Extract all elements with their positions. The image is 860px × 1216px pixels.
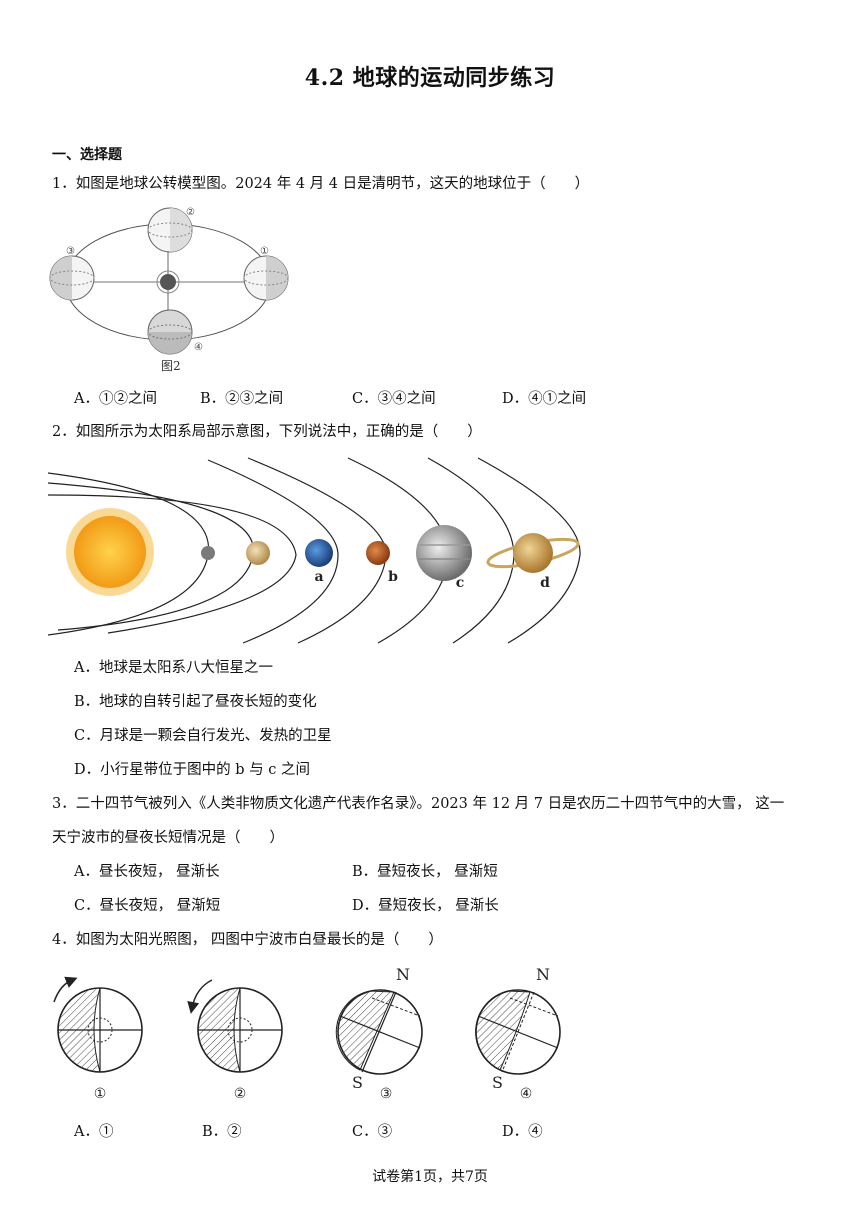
page-title: 4.2 地球的运动同步练习 xyxy=(304,65,556,91)
sun-icon xyxy=(66,508,154,596)
figure-label-3: ③ xyxy=(380,1086,393,1102)
rotation-arrow-icon xyxy=(53,976,78,1003)
q3-option-c[interactable]: C．昼长夜短， 昼渐短 xyxy=(74,898,221,914)
figure-label-2: ② xyxy=(234,1086,247,1102)
section-heading: 一、选择题 xyxy=(52,147,122,163)
solar-system-diagram: a b c d xyxy=(48,457,581,644)
rotation-arrow-icon xyxy=(187,979,213,1014)
q4-option-c[interactable]: C．③ xyxy=(352,1124,393,1140)
planet-label-d: d xyxy=(540,575,550,591)
q4-option-d[interactable]: D．④ xyxy=(502,1124,543,1140)
q4-option-b[interactable]: B．② xyxy=(202,1124,242,1140)
q2-option-a[interactable]: A．地球是太阳系八大恒星之一 xyxy=(74,660,273,676)
sunlight-diagram-2 xyxy=(187,979,283,1073)
earth-icon xyxy=(305,539,333,567)
q1-option-c[interactable]: C．③④之间 xyxy=(352,391,436,407)
position-label-2: ② xyxy=(186,207,195,218)
q3-option-b[interactable]: B．昼短夜长， 昼渐短 xyxy=(352,864,498,880)
planet-label-a: a xyxy=(314,569,323,585)
figure-caption: 图2 xyxy=(161,359,181,373)
question-1-stem: 1．如图是地球公转模型图。2024 年 4 月 4 日是清明节，这天的地球位于（… xyxy=(52,176,590,192)
south-pole-label: S xyxy=(352,1073,363,1092)
question-4-stem: 4．如图为太阳光照图， 四图中宁波市白昼最长的是（ ） xyxy=(52,932,443,948)
q3-option-d[interactable]: D．昼短夜长， 昼渐长 xyxy=(352,898,499,914)
sunlight-diagram-4: N S xyxy=(475,965,561,1092)
earth-position-2-icon xyxy=(147,207,193,253)
sunlight-diagram-3: N S xyxy=(335,965,423,1092)
q3-option-a[interactable]: A．昼长夜短， 昼渐长 xyxy=(74,864,220,880)
q1-option-b[interactable]: B．②③之间 xyxy=(200,391,284,407)
south-pole-label: S xyxy=(492,1073,503,1092)
q4-option-a[interactable]: A．① xyxy=(74,1124,114,1140)
planet-label-b: b xyxy=(388,569,398,585)
position-label-3: ③ xyxy=(66,246,75,257)
mercury-icon xyxy=(201,546,215,560)
sunlight-diagram-1 xyxy=(53,976,143,1073)
venus-icon xyxy=(246,541,270,565)
orbit-diagram: ② ③ ① ④ 图2 xyxy=(49,207,289,373)
figure-label-4: ④ xyxy=(520,1086,533,1102)
q2-option-d[interactable]: D．小行星带位于图中的 b 与 c 之间 xyxy=(74,762,310,778)
q2-option-c[interactable]: C．月球是一颗会自行发光、发热的卫星 xyxy=(74,728,332,744)
mars-icon xyxy=(366,541,390,565)
position-label-4: ④ xyxy=(194,342,203,353)
question-2-stem: 2．如图所示为太阳系局部示意图，下列说法中，正确的是（ ） xyxy=(52,424,482,440)
saturn-icon xyxy=(486,533,580,573)
planet-label-c: c xyxy=(456,575,465,591)
north-pole-label: N xyxy=(536,965,550,984)
earth-position-1-icon xyxy=(243,255,289,301)
page-footer: 试卷第1页，共7页 xyxy=(372,1169,488,1185)
question-3-stem-line1: 3．二十四节气被列入《人类非物质文化遗产代表作名录》。2023 年 12 月 7… xyxy=(52,796,785,812)
position-label-1: ① xyxy=(260,246,269,257)
earth-position-3-icon xyxy=(49,255,95,301)
jupiter-icon xyxy=(416,525,472,581)
earth-position-4-icon xyxy=(147,309,193,355)
north-pole-label: N xyxy=(396,965,410,984)
q1-option-d[interactable]: D．④①之间 xyxy=(502,391,587,407)
sunlight-diagrams: N S N S ① ② ③ ④ xyxy=(53,965,561,1102)
question-3-stem-line2: 天宁波市的昼夜长短情况是（ ） xyxy=(52,830,284,846)
sun-icon xyxy=(160,274,176,290)
q2-option-b[interactable]: B．地球的自转引起了昼夜长短的变化 xyxy=(74,694,317,710)
q1-option-a[interactable]: A．①②之间 xyxy=(74,391,157,407)
figure-label-1: ① xyxy=(94,1086,107,1102)
